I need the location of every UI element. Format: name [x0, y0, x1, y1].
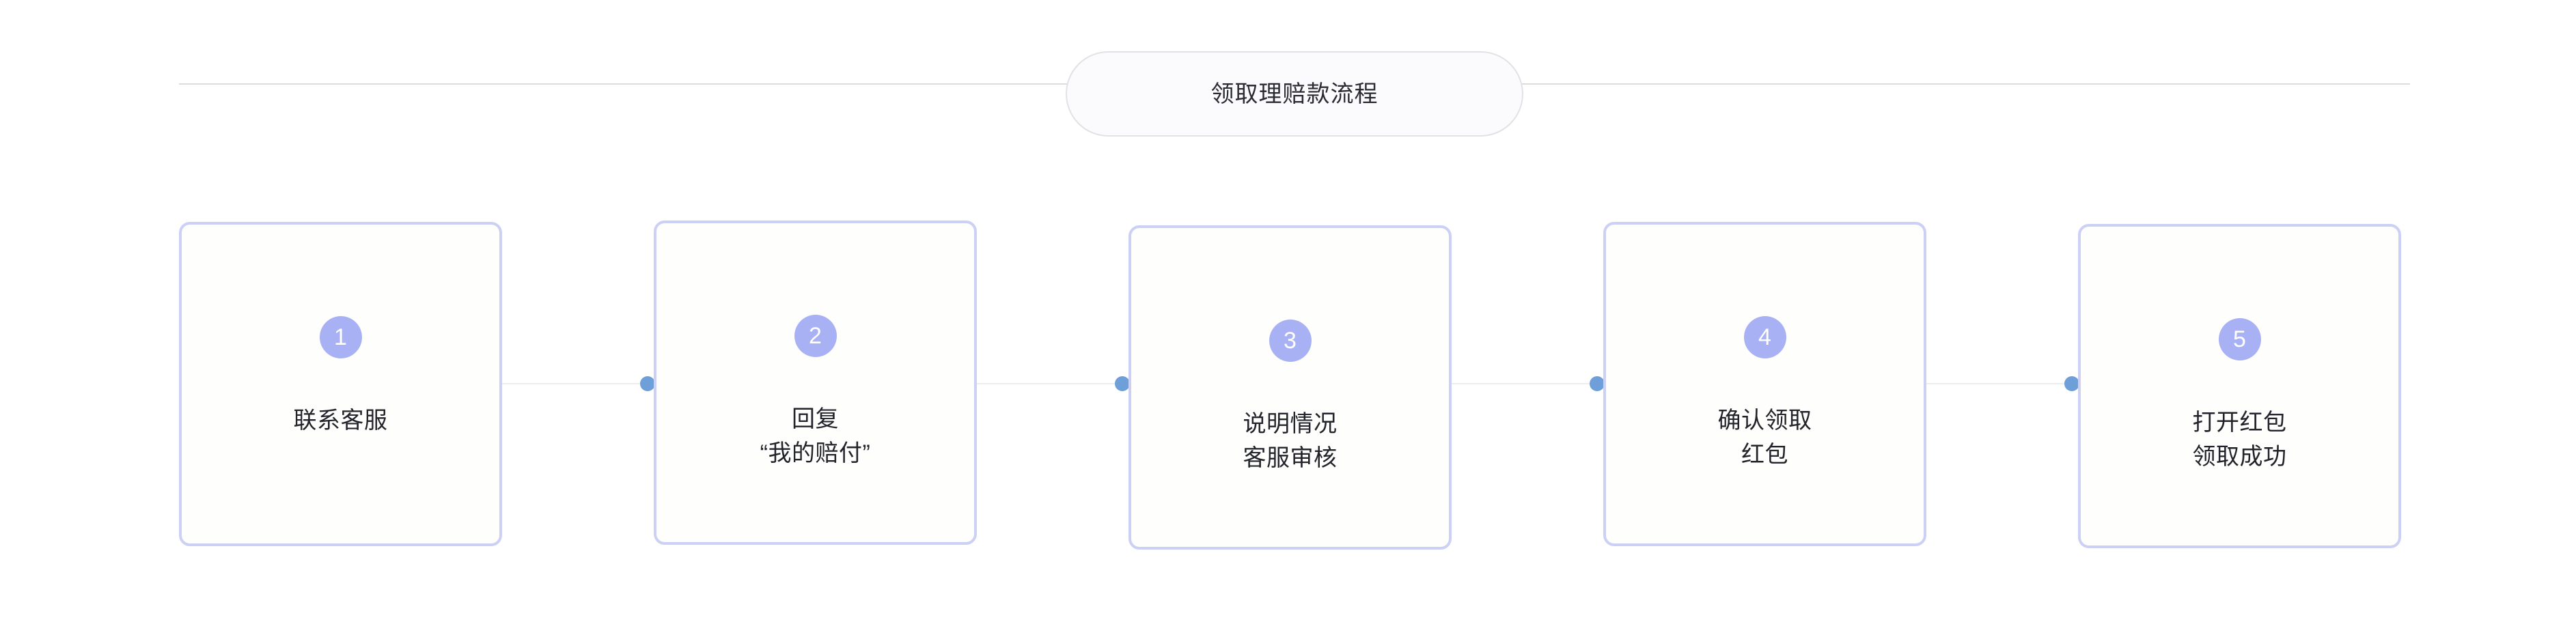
step-label: 回复 “我的赔付” [656, 402, 974, 470]
step-label: 打开红包 领取成功 [2081, 406, 2398, 474]
step-number-label: 2 [809, 323, 822, 349]
connector-dot-icon [640, 376, 655, 391]
step-connector-4-5 [1926, 376, 2079, 391]
step-label-line: “我的赔付” [760, 440, 871, 466]
step-label-line: 打开红包 [2192, 410, 2287, 436]
step-card-1[interactable]: 1 联系客服 [179, 222, 502, 546]
connector-dot-icon [1590, 376, 1605, 391]
page-title: 领取理赔款流程 [1210, 81, 1379, 107]
step-card-4[interactable]: 4 确认领取 红包 [1603, 222, 1926, 546]
flow-header: 领取理赔款流程 [0, 0, 2576, 164]
connector-dot-icon [1115, 376, 1130, 391]
step-label: 说明情况 客服审核 [1131, 407, 1449, 475]
step-number-badge: 1 [319, 316, 362, 358]
connector-line [1452, 383, 1603, 384]
step-number-badge: 4 [1743, 316, 1786, 358]
step-number-label: 4 [1758, 324, 1771, 350]
connector-dot-icon [2064, 376, 2079, 391]
step-connector-3-4 [1452, 376, 1605, 391]
step-label-line: 确认领取 [1717, 408, 1812, 434]
step-card-5[interactable]: 5 打开红包 领取成功 [2078, 224, 2401, 548]
step-number-label: 1 [334, 324, 347, 350]
step-number-badge: 2 [794, 315, 837, 357]
step-label-line: 领取成功 [2192, 444, 2287, 470]
step-label: 联系客服 [182, 403, 499, 438]
step-card-3[interactable]: 3 说明情况 客服审核 [1128, 225, 1452, 550]
connector-line [1926, 383, 2078, 384]
flow-title-pill: 领取理赔款流程 [1066, 51, 1523, 137]
step-label-line: 说明情况 [1243, 411, 1338, 437]
step-number-badge: 5 [2218, 318, 2261, 360]
step-label-line: 客服审核 [1243, 445, 1338, 471]
step-number-label: 3 [1284, 328, 1297, 354]
step-label-line: 红包 [1741, 442, 1788, 468]
connector-line [977, 383, 1128, 384]
step-card-2[interactable]: 2 回复 “我的赔付” [654, 221, 977, 545]
step-connector-2-3 [977, 376, 1130, 391]
step-number-label: 5 [2233, 326, 2246, 352]
step-label-line: 联系客服 [293, 408, 388, 434]
step-number-badge: 3 [1269, 320, 1312, 362]
step-label: 确认领取 红包 [1606, 403, 1924, 472]
step-label-line: 回复 [792, 406, 839, 432]
connector-line [502, 383, 654, 384]
step-connector-1-2 [502, 376, 655, 391]
